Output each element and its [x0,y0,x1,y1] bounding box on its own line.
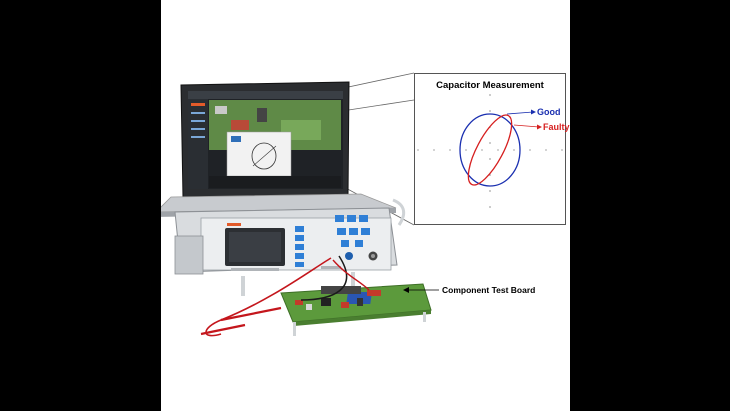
usb-cable [392,198,406,226]
faulty-label: Faulty [543,122,570,132]
faulty-arrowhead [537,124,542,130]
test-instrument-icon [174,207,398,296]
probe-icon [200,255,370,337]
good-curve [459,113,521,187]
faulty-curve [467,114,513,186]
image-frame: Capacitor Measurement Good Faulty Compon… [161,0,570,411]
callout-title: Capacitor Measurement [436,80,544,91]
good-arrow [506,111,534,115]
laptop-icon [161,81,397,217]
board-label-arrowhead [403,287,409,293]
illustration [161,72,439,337]
component-test-board-label: Component Test Board [442,285,536,295]
faulty-arrow [513,124,540,128]
vi-curve-plot [417,94,563,222]
good-label: Good [537,107,561,117]
capacitor-measurement-callout: Capacitor Measurement Good Faulty [414,73,570,225]
good-arrowhead [531,109,536,115]
